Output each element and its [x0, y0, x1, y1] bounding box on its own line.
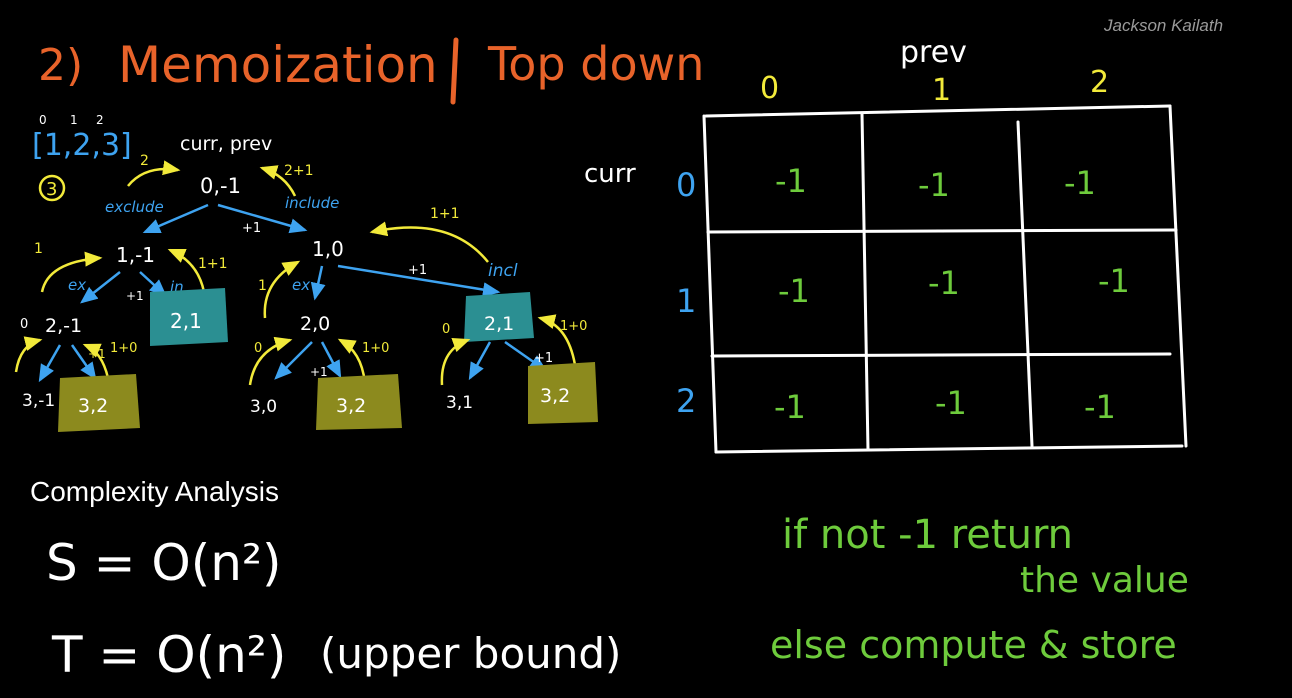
- array-block: 0 1 2 [1,2,3] 3: [32, 113, 132, 202]
- row-label-2: 2: [676, 382, 696, 420]
- array-index-1: 1: [70, 113, 78, 127]
- title-number: 2): [38, 40, 83, 91]
- cell-1-0: -1: [778, 272, 810, 310]
- node-3-1: 3,1: [446, 393, 473, 413]
- node-3-0: 3,0: [250, 397, 277, 417]
- upper-bound-note: (upper bound): [320, 629, 621, 678]
- rule-line1: if not -1 return: [782, 512, 1073, 558]
- base-block-1: [58, 374, 140, 432]
- rule-line3: else compute & store: [770, 623, 1177, 667]
- title-right: Top down: [487, 37, 704, 91]
- array-index-2: 2: [96, 113, 104, 127]
- row-label-1: 1: [676, 282, 696, 320]
- node-3-neg1: 3,-1: [22, 391, 55, 411]
- svg-text:ex: ex: [68, 276, 86, 294]
- answer-value: 3: [46, 179, 57, 200]
- include-label: include: [285, 194, 339, 212]
- svg-text:1: 1: [258, 278, 267, 294]
- answer-circle: [38, 174, 66, 202]
- complexity-formulas: S = O(n²) T = O(n²) (upper bound): [46, 534, 621, 684]
- memo-store-block: [464, 292, 534, 342]
- title: 2) Memoization Top down: [38, 36, 704, 105]
- node-3-2-a: 3,2: [78, 395, 108, 417]
- col-label-2: 2: [1090, 65, 1109, 100]
- svg-text:+1: +1: [126, 289, 144, 303]
- time-complexity: T = O(n²): [51, 626, 286, 684]
- title-divider: [450, 37, 459, 105]
- recursion-tree: curr, prev 0,-1 2 2+1 exclude include +1…: [14, 133, 598, 432]
- cell-1-1: -1: [928, 264, 960, 302]
- cell-1-2: -1: [1098, 262, 1130, 300]
- cell-0-0: -1: [775, 162, 807, 200]
- incl-label: incl: [488, 261, 518, 281]
- title-left: Memoization: [118, 36, 438, 94]
- cell-0-1: -1: [918, 166, 950, 204]
- tree-root: 0,-1: [200, 174, 241, 198]
- svg-text:0: 0: [20, 317, 28, 332]
- cell-2-2: -1: [1084, 388, 1116, 426]
- col-header: prev: [900, 35, 967, 70]
- root-right-return: 2+1: [284, 163, 314, 179]
- svg-text:1+0: 1+0: [362, 341, 389, 356]
- row-header: curr: [584, 159, 636, 189]
- svg-text:1+0: 1+0: [560, 319, 587, 334]
- base-block-3: [528, 362, 598, 424]
- rule-line2: the value: [1020, 560, 1189, 601]
- root-left-return: 2: [140, 153, 149, 169]
- node-3-2-c: 3,2: [540, 385, 570, 407]
- svg-text:ex: ex: [292, 276, 310, 294]
- node-1-0: 1,0: [312, 237, 344, 261]
- exclude-label: exclude: [105, 198, 164, 216]
- svg-text:0: 0: [442, 322, 450, 337]
- svg-text:0: 0: [254, 341, 262, 356]
- table-grid: [702, 104, 1188, 454]
- array-index-0: 0: [39, 113, 47, 127]
- row-label-0: 0: [676, 166, 696, 204]
- node-2-1-b: 2,1: [484, 313, 514, 335]
- node-3-2-b: 3,2: [336, 395, 366, 417]
- tree-header: curr, prev: [180, 133, 272, 155]
- memo-hit-block: [150, 288, 228, 346]
- node-2-0: 2,0: [300, 313, 330, 335]
- svg-text:1: 1: [34, 241, 43, 257]
- base-block-2: [316, 374, 402, 430]
- cell-2-1: -1: [935, 384, 967, 422]
- node-1-neg1: 1,-1: [116, 243, 155, 267]
- cell-0-2: -1: [1064, 164, 1096, 202]
- cell-2-0: -1: [774, 388, 806, 426]
- space-complexity: S = O(n²): [46, 534, 282, 592]
- array-values: [1,2,3]: [32, 128, 132, 163]
- col-label-1: 1: [932, 73, 951, 108]
- node-2-1-memo: 2,1: [170, 309, 202, 333]
- svg-text:+1: +1: [242, 221, 261, 236]
- complexity-heading: Complexity Analysis: [30, 476, 279, 507]
- svg-text:+1: +1: [310, 365, 328, 379]
- svg-text:+1: +1: [534, 351, 553, 366]
- svg-text:1+1: 1+1: [430, 206, 460, 222]
- svg-text:+1: +1: [408, 263, 427, 278]
- memo-rule: if not -1 return the value else compute …: [770, 512, 1189, 667]
- col-label-0: 0: [760, 71, 779, 106]
- svg-text:1+1: 1+1: [198, 256, 228, 272]
- dp-table: prev 0 1 2 curr 0 1 2 -1 -1 -1 -1 -1 -1 …: [584, 35, 1188, 454]
- node-2-neg1: 2,-1: [45, 315, 82, 337]
- svg-text:1+0: 1+0: [110, 341, 137, 356]
- watermark: Jackson Kailath: [1104, 16, 1224, 35]
